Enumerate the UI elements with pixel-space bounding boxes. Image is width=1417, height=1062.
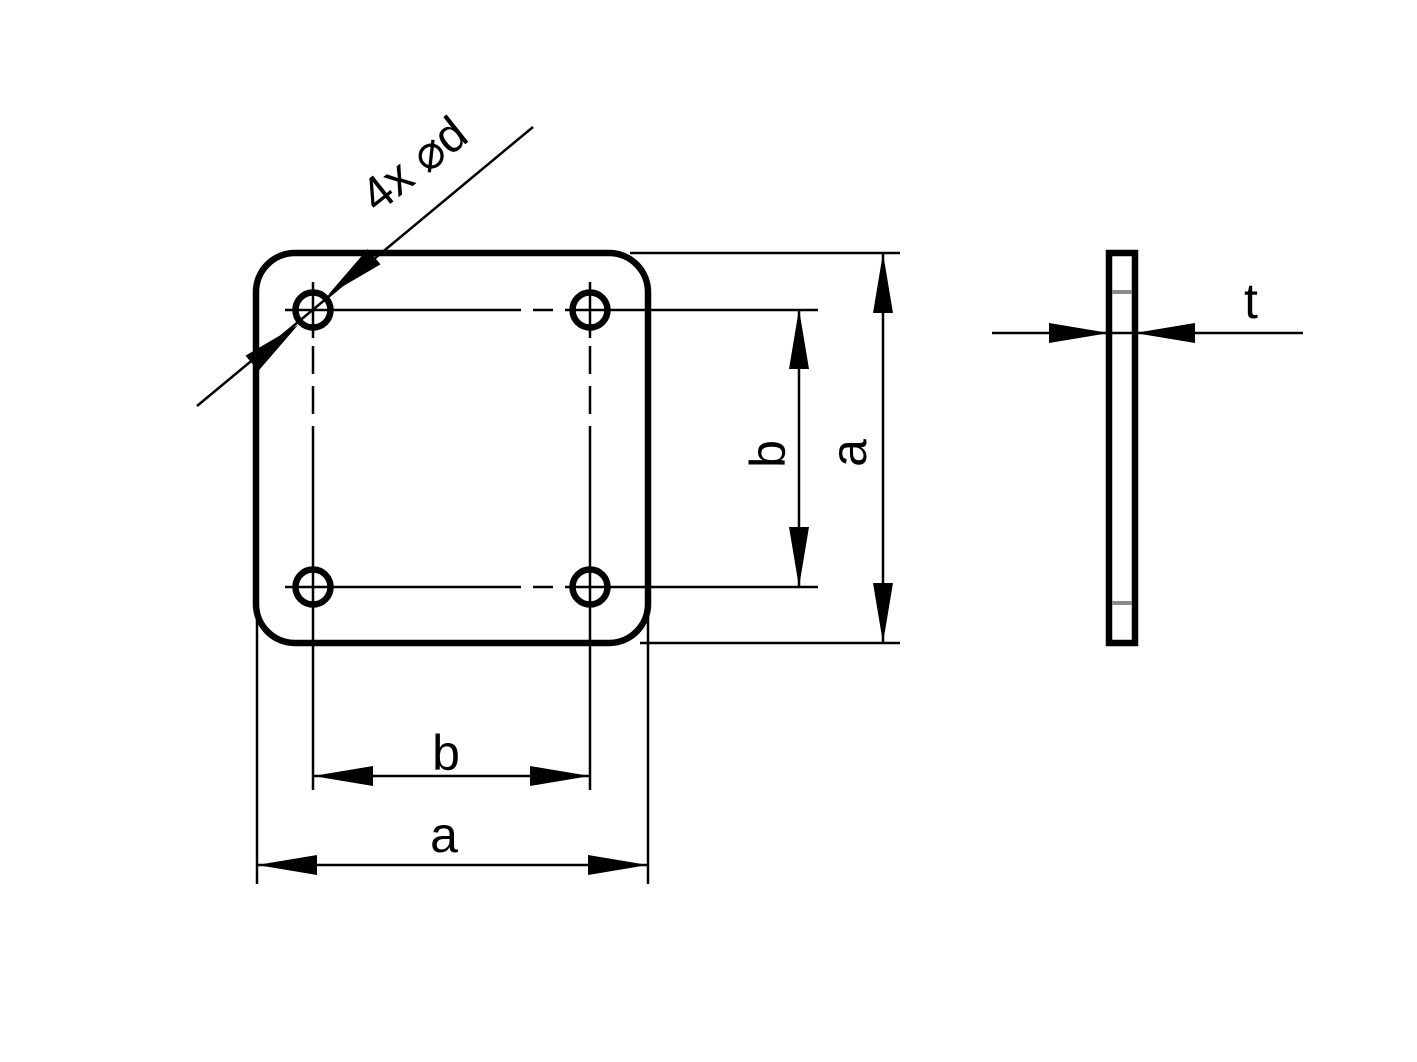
dim-a-horizontal-label: a <box>430 807 458 863</box>
arrowhead-bottom <box>873 583 893 643</box>
arrowhead-left <box>257 855 317 875</box>
side-view <box>1105 249 1139 647</box>
dim-b-horizontal: b <box>313 725 590 786</box>
arrowhead-bottom <box>789 527 809 587</box>
dim-a-vertical-label: a <box>821 439 877 467</box>
arrowhead-top <box>789 309 809 369</box>
dim-a-vertical: a <box>630 251 900 645</box>
plate-outline <box>252 249 652 647</box>
arrowhead-right <box>530 766 590 786</box>
arrowhead-top <box>873 253 893 313</box>
hole-top-right <box>569 289 611 331</box>
arrowhead-right <box>588 855 648 875</box>
dim-b-vertical: b <box>740 309 809 587</box>
hole-bottom-left <box>292 566 334 608</box>
hole-callout: 4x ⌀d <box>196 107 534 407</box>
dim-b-vertical-label: b <box>740 440 796 468</box>
hole-bottom-right <box>569 566 611 608</box>
dim-t-label: t <box>1244 273 1258 329</box>
hole-callout-label: 4x ⌀d <box>351 107 478 223</box>
arrowhead-left <box>313 766 373 786</box>
plate-edge-outline <box>1105 249 1139 647</box>
leader-arrowhead-lower <box>245 325 298 371</box>
arrowhead-right <box>1135 323 1195 343</box>
front-view <box>252 249 818 790</box>
arrowhead-left <box>1049 323 1109 343</box>
hole-top-left <box>292 289 334 331</box>
dim-t: t <box>992 273 1303 343</box>
dim-a-horizontal: a <box>255 616 650 884</box>
leader-arrowhead-upper <box>328 249 381 295</box>
dim-b-horizontal-label: b <box>432 725 460 781</box>
